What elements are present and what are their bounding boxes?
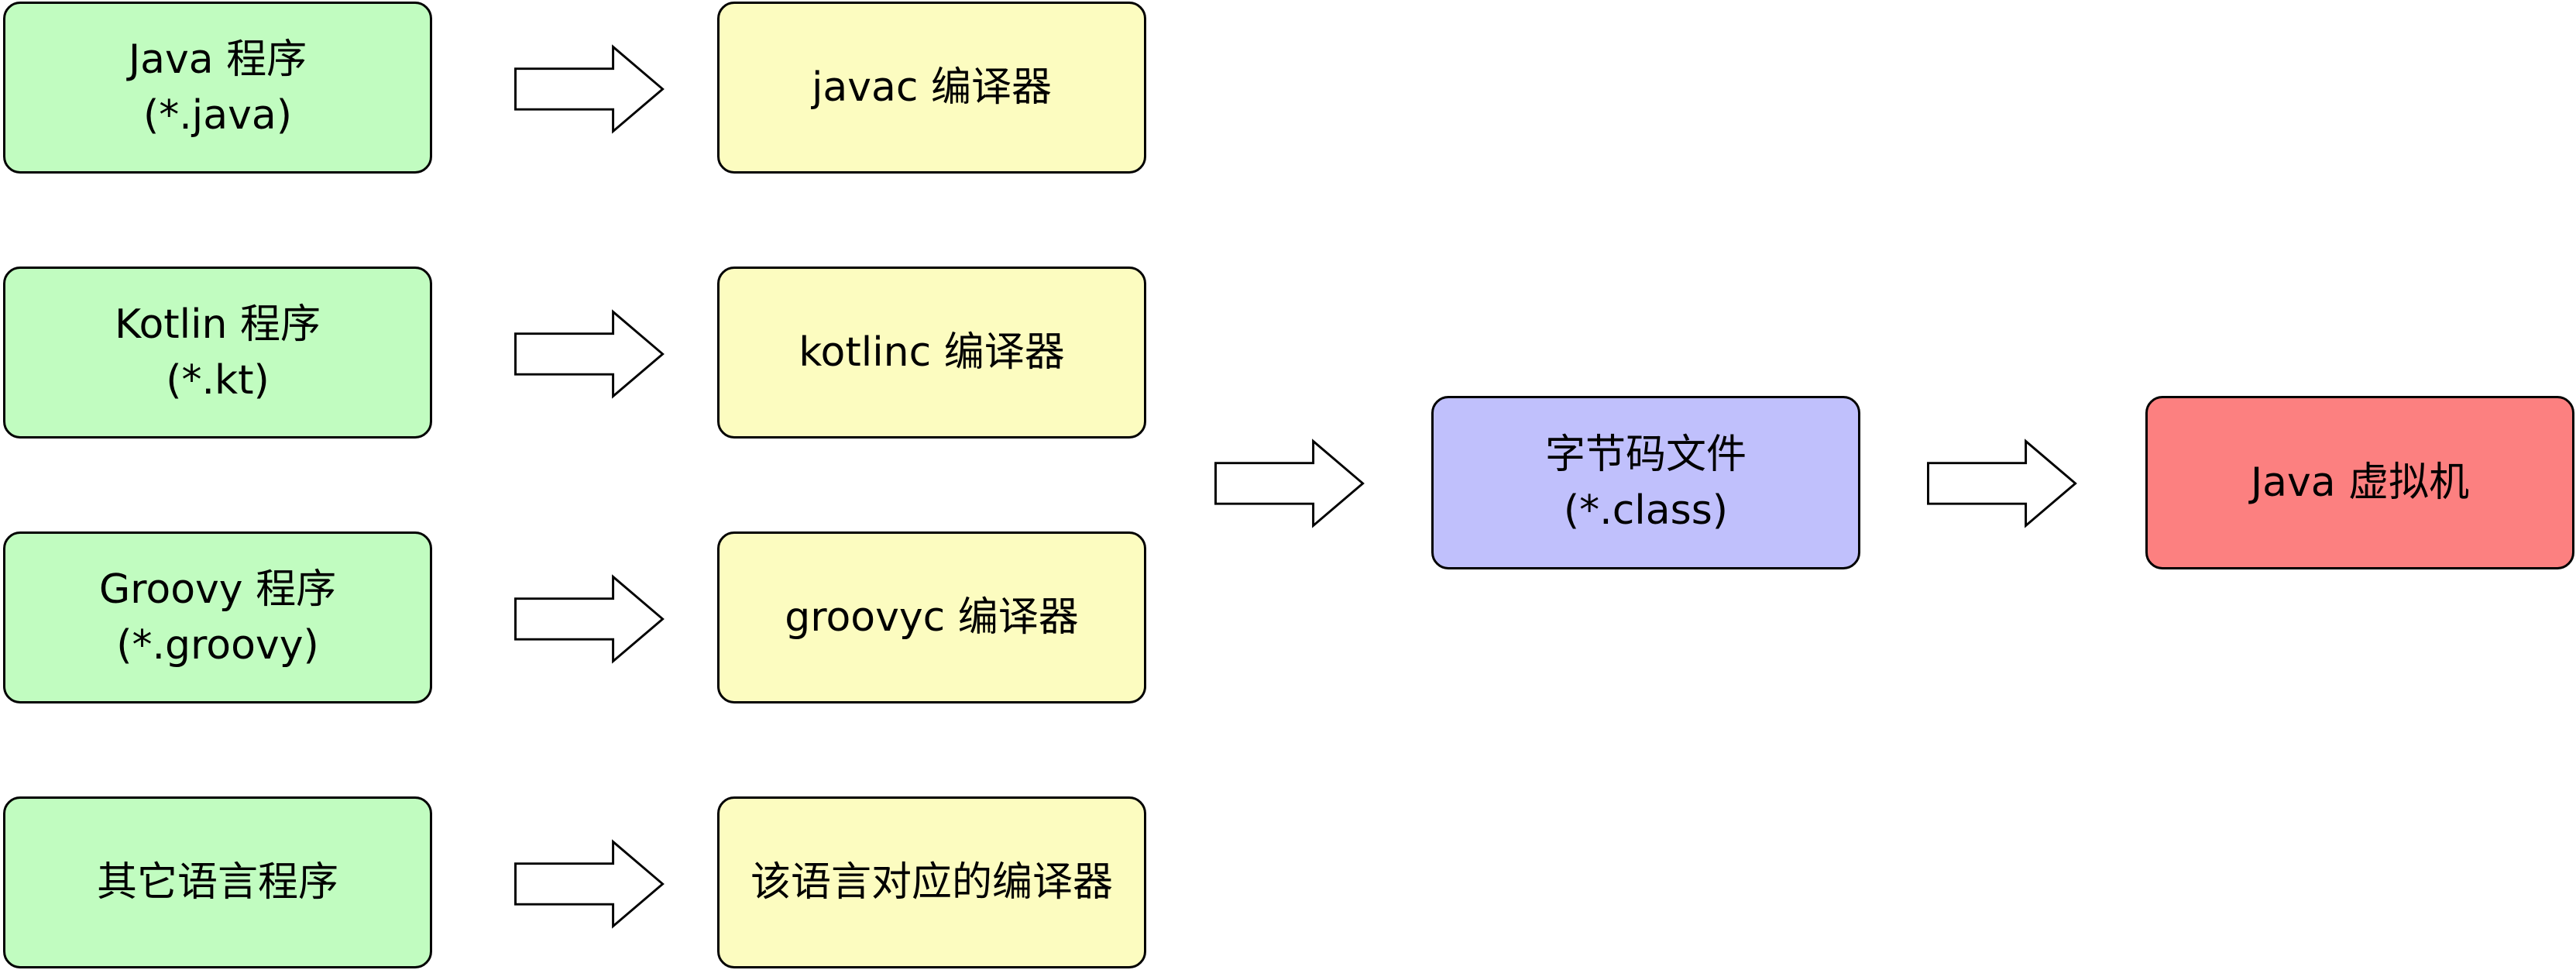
bytecode-box-title: 字节码文件: [1544, 432, 1747, 478]
source-box-groovy-ext: (*.groovy): [116, 622, 319, 669]
right-block-arrow-icon: [514, 574, 665, 664]
source-box-java: Java 程序 (*.java): [3, 2, 432, 174]
source-box-groovy: Groovy 程序 (*.groovy): [3, 531, 432, 703]
source-box-groovy-title: Groovy 程序: [98, 566, 337, 613]
source-box-kotlin-title: Kotlin 程序: [114, 301, 321, 348]
bytecode-box-ext: (*.class): [1563, 487, 1729, 534]
source-box-other: 其它语言程序: [3, 796, 432, 968]
source-box-other-title: 其它语言程序: [96, 859, 338, 906]
compiler-box-other: 该语言对应的编译器: [717, 796, 1146, 968]
compiler-box-javac: javac 编译器: [717, 2, 1146, 174]
source-box-kotlin-ext: (*.kt): [166, 357, 270, 404]
right-block-arrow-icon: [514, 309, 665, 399]
right-block-arrow-icon: [514, 44, 665, 134]
compiler-box-groovyc-label: groovyc 编译器: [785, 594, 1079, 641]
source-box-java-title: Java 程序: [128, 36, 307, 83]
compiler-box-kotlinc-label: kotlinc 编译器: [799, 329, 1065, 376]
jvm-box: Java 虚拟机: [2145, 396, 2574, 569]
right-block-arrow-icon: [1927, 439, 2077, 528]
bytecode-box: 字节码文件 (*.class): [1431, 396, 1860, 569]
right-block-arrow-icon: [514, 839, 665, 929]
source-box-kotlin: Kotlin 程序 (*.kt): [3, 267, 432, 439]
right-block-arrow-icon: [1214, 439, 1365, 528]
compiler-box-other-label: 该语言对应的编译器: [750, 859, 1113, 906]
compiler-box-groovyc: groovyc 编译器: [717, 531, 1146, 703]
source-box-java-ext: (*.java): [143, 92, 293, 139]
compiler-box-javac-label: javac 编译器: [811, 64, 1053, 111]
jvm-box-label: Java 虚拟机: [2250, 459, 2470, 506]
compiler-box-kotlinc: kotlinc 编译器: [717, 267, 1146, 439]
